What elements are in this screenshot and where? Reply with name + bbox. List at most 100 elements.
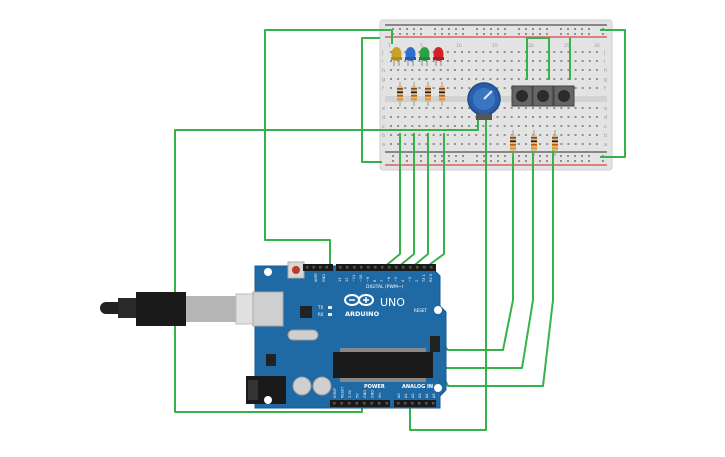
terminal-hole[interactable]	[489, 78, 492, 80]
terminal-hole[interactable]	[453, 51, 456, 53]
rail-hole[interactable]	[504, 33, 506, 35]
rail-hole[interactable]	[567, 28, 569, 30]
terminal-hole[interactable]	[439, 69, 442, 71]
resistor[interactable]	[411, 82, 417, 106]
rail-hole[interactable]	[588, 155, 590, 157]
terminal-hole[interactable]	[404, 69, 407, 71]
rail-hole[interactable]	[546, 155, 548, 157]
terminal-hole[interactable]	[539, 134, 542, 136]
terminal-hole[interactable]	[524, 51, 527, 53]
header-pin[interactable]	[411, 402, 414, 405]
rail-hole[interactable]	[434, 160, 436, 162]
terminal-hole[interactable]	[468, 134, 471, 136]
terminal-hole[interactable]	[425, 78, 428, 80]
terminal-hole[interactable]	[503, 69, 506, 71]
terminal-hole[interactable]	[482, 69, 485, 71]
rail-hole[interactable]	[581, 33, 583, 35]
terminal-hole[interactable]	[524, 116, 527, 118]
terminal-hole[interactable]	[539, 107, 542, 109]
terminal-hole[interactable]	[468, 60, 471, 62]
terminal-hole[interactable]	[439, 116, 442, 118]
rail-hole[interactable]	[497, 160, 499, 162]
resistor[interactable]	[425, 82, 431, 106]
rail-hole[interactable]	[588, 33, 590, 35]
terminal-hole[interactable]	[425, 116, 428, 118]
terminal-hole[interactable]	[475, 143, 478, 145]
rail-hole[interactable]	[406, 155, 408, 157]
terminal-hole[interactable]	[581, 134, 584, 136]
terminal-hole[interactable]	[539, 69, 542, 71]
terminal-hole[interactable]	[595, 60, 598, 62]
terminal-hole[interactable]	[560, 125, 563, 127]
rail-hole[interactable]	[455, 33, 457, 35]
terminal-hole[interactable]	[468, 87, 471, 89]
terminal-hole[interactable]	[397, 60, 400, 62]
terminal-hole[interactable]	[517, 51, 520, 53]
terminal-hole[interactable]	[588, 69, 591, 71]
terminal-hole[interactable]	[418, 134, 421, 136]
rail-hole[interactable]	[539, 28, 541, 30]
terminal-hole[interactable]	[567, 134, 570, 136]
terminal-hole[interactable]	[588, 78, 591, 80]
rail-hole[interactable]	[581, 160, 583, 162]
resistor[interactable]	[531, 130, 537, 156]
terminal-hole[interactable]	[496, 116, 499, 118]
terminal-hole[interactable]	[468, 143, 471, 145]
terminal-hole[interactable]	[397, 78, 400, 80]
terminal-hole[interactable]	[475, 125, 478, 127]
terminal-hole[interactable]	[390, 134, 392, 136]
terminal-hole[interactable]	[461, 143, 463, 145]
led-yellow[interactable]	[391, 47, 402, 66]
terminal-hole[interactable]	[546, 60, 549, 62]
terminal-hole[interactable]	[503, 87, 506, 89]
terminal-hole[interactable]	[489, 125, 492, 127]
terminal-hole[interactable]	[390, 78, 392, 80]
rail-hole[interactable]	[476, 160, 478, 162]
terminal-hole[interactable]	[567, 78, 570, 80]
terminal-hole[interactable]	[439, 78, 442, 80]
terminal-hole[interactable]	[496, 69, 499, 71]
terminal-hole[interactable]	[411, 78, 414, 80]
terminal-hole[interactable]	[425, 134, 428, 136]
terminal-hole[interactable]	[432, 134, 435, 136]
terminal-hole[interactable]	[390, 51, 392, 53]
terminal-hole[interactable]	[496, 134, 499, 136]
rail-hole[interactable]	[525, 155, 527, 157]
terminal-hole[interactable]	[475, 51, 478, 53]
terminal-hole[interactable]	[411, 60, 414, 62]
terminal-hole[interactable]	[397, 116, 400, 118]
rail-hole[interactable]	[483, 33, 485, 35]
terminal-hole[interactable]	[446, 107, 449, 109]
terminal-hole[interactable]	[546, 134, 549, 136]
terminal-hole[interactable]	[418, 78, 421, 80]
terminal-hole[interactable]	[553, 78, 556, 80]
terminal-hole[interactable]	[581, 51, 584, 53]
terminal-hole[interactable]	[532, 69, 534, 71]
rail-hole[interactable]	[574, 160, 576, 162]
terminal-hole[interactable]	[510, 60, 513, 62]
terminal-hole[interactable]	[539, 116, 542, 118]
terminal-hole[interactable]	[418, 51, 421, 53]
header-pin[interactable]	[381, 266, 384, 269]
terminal-hole[interactable]	[418, 143, 421, 145]
terminal-hole[interactable]	[496, 78, 499, 80]
terminal-hole[interactable]	[503, 116, 506, 118]
resistor[interactable]	[397, 82, 403, 106]
rail-hole[interactable]	[483, 160, 485, 162]
terminal-hole[interactable]	[503, 60, 506, 62]
terminal-hole[interactable]	[432, 87, 435, 89]
terminal-hole[interactable]	[546, 78, 549, 80]
terminal-hole[interactable]	[517, 143, 520, 145]
terminal-hole[interactable]	[517, 107, 520, 109]
terminal-hole[interactable]	[404, 143, 407, 145]
header-pin[interactable]	[378, 402, 381, 405]
rail-hole[interactable]	[567, 33, 569, 35]
rail-hole[interactable]	[441, 155, 443, 157]
rail-hole[interactable]	[392, 155, 394, 157]
rail-hole[interactable]	[441, 28, 443, 30]
terminal-hole[interactable]	[510, 69, 513, 71]
pushbutton-2[interactable]	[532, 85, 554, 107]
resistor[interactable]	[510, 130, 516, 156]
terminal-hole[interactable]	[404, 60, 407, 62]
terminal-hole[interactable]	[567, 125, 570, 127]
